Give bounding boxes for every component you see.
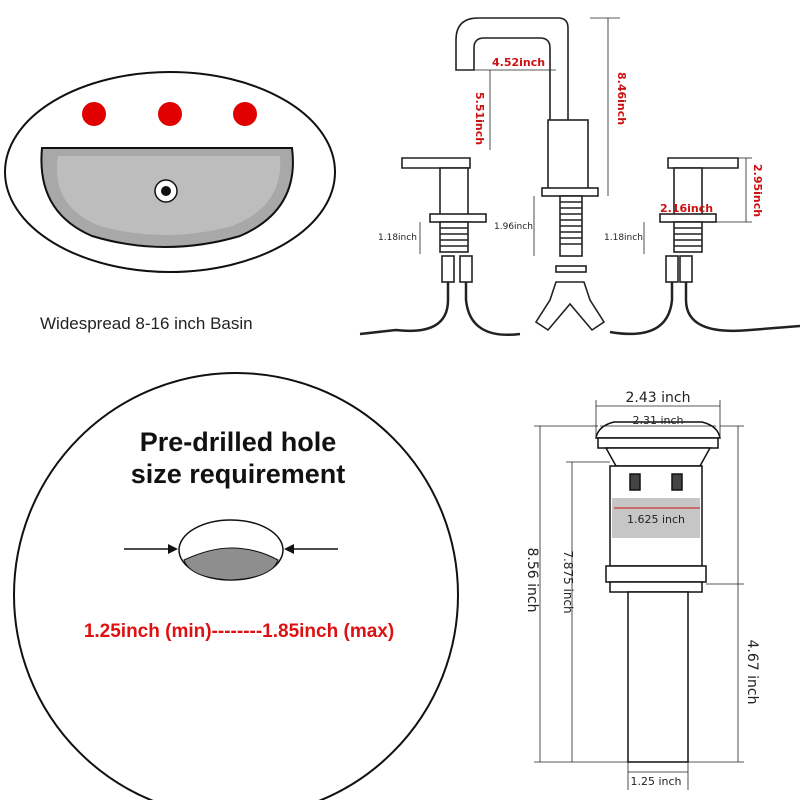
hole-title-line2: size requirement (131, 459, 346, 489)
left-handle-base (429, 213, 487, 223)
spout-drop-label: 5.51inch (473, 92, 486, 145)
drain-top-width-label: 2.43 inch (626, 390, 691, 406)
left-shank-label: 1.18inch (378, 233, 417, 243)
faucet-illustration (359, 17, 800, 336)
left-handle-body (439, 167, 469, 217)
drain-neck (604, 447, 712, 467)
total-height-label: 8.46inch (615, 72, 628, 125)
basin-caption: Widespread 8-16 inch Basin (40, 314, 253, 333)
right-hose-2 (609, 262, 674, 336)
drain-body-band (612, 498, 700, 538)
faucet-hole-center (158, 102, 182, 126)
hole-requirement-panel: Pre-drilled hole size requirement 1.25in… (13, 372, 459, 800)
drain-nut (605, 565, 707, 583)
left-shank (439, 221, 469, 253)
faucet-dimensions (419, 17, 752, 256)
right-arrow-head (284, 544, 294, 554)
spout-reach-label: 4.52inch (492, 56, 545, 69)
right-handle-lever (667, 157, 739, 169)
left-hose (359, 262, 450, 336)
right-fitting-2 (679, 255, 693, 283)
hole-illustration-depth (183, 547, 279, 581)
faucet-dimension-labels: 4.52inch 5.51inch 8.46inch 2.95inch 2.16… (378, 56, 764, 243)
left-arrow-head (168, 544, 178, 554)
center-nut (555, 265, 587, 273)
right-shank (673, 221, 703, 253)
drain-window-left (629, 473, 641, 491)
right-fitting (665, 255, 679, 283)
tee-connector (534, 281, 606, 332)
handle-base-label: 2.16inch (660, 202, 713, 215)
drain-cap-width-label: 2.31 inch (632, 414, 683, 427)
spout-body (547, 119, 589, 191)
drain-window-right (671, 473, 683, 491)
drain-total-height-label: 8.56 inch (524, 548, 540, 613)
left-fitting (441, 255, 455, 283)
right-hose (684, 262, 800, 333)
left-hose-2 (464, 262, 521, 336)
center-shank-label: 1.96inch (494, 222, 533, 232)
basin-illustration: Widespread 8-16 inch Basin (4, 71, 336, 333)
drain-cap-flange (597, 437, 719, 449)
faucet-hole-left (82, 102, 106, 126)
hole-size-range: 1.25inch (min)--------1.85inch (max) (84, 621, 394, 642)
left-fitting-2 (459, 255, 473, 283)
drain-dimensions (534, 400, 744, 790)
left-thread (440, 227, 468, 247)
handle-height-label: 2.95inch (751, 164, 764, 217)
basin-drain-center (161, 186, 171, 196)
drain-dimension-labels: 2.43 inch 2.31 inch 1.625 inch 8.56 inch… (524, 390, 760, 788)
drain-body-height-label: 7.875 inch (561, 550, 575, 613)
drain-tail-width-label: 1.25 inch (630, 775, 681, 788)
hole-panel-circle (13, 372, 459, 800)
right-thread (674, 227, 702, 247)
center-thread (560, 201, 582, 245)
drain-tail-height-label: 4.67 inch (744, 640, 760, 705)
drain-body-width-label: 1.625 inch (627, 513, 685, 526)
spout-base (541, 187, 599, 197)
drain-nut-2 (609, 581, 703, 593)
right-handle-base (659, 213, 717, 223)
left-handle-lever (401, 157, 471, 169)
right-shank-label: 1.18inch (604, 233, 643, 243)
faucet-hole-right (233, 102, 257, 126)
hole-title-line1: Pre-drilled hole (140, 427, 337, 457)
drain-tailpiece (627, 591, 689, 763)
drain-illustration (595, 421, 721, 763)
right-handle-body (673, 167, 703, 217)
